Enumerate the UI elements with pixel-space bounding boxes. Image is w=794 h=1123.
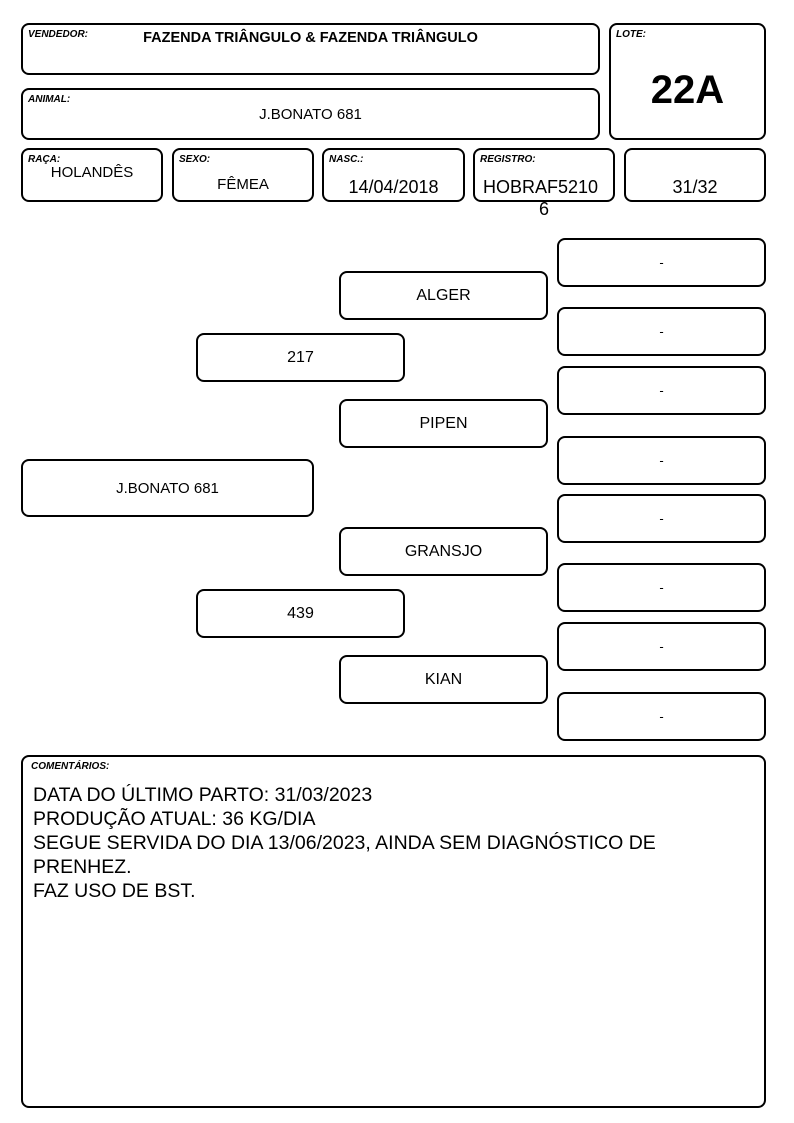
pedigree-dam-sire: GRANSJO bbox=[339, 527, 548, 576]
comments-label: COMENTÁRIOS: bbox=[31, 761, 110, 772]
vendedor-value: FAZENDA TRIÂNGULO & FAZENDA TRIÂNGULO bbox=[143, 30, 478, 46]
animal-box: ANIMAL: J.BONATO 681 bbox=[21, 88, 600, 140]
registro-box: REGISTRO: HOBRAF5210 bbox=[473, 148, 615, 202]
animal-label: ANIMAL: bbox=[28, 94, 71, 105]
pedigree-animal: J.BONATO 681 bbox=[21, 459, 314, 517]
great-grandparent-7: - bbox=[557, 622, 766, 671]
nasc-label: NASC.: bbox=[329, 154, 364, 165]
nasc-value: 14/04/2018 bbox=[348, 177, 439, 197]
grau-sangue-box: 31/32 bbox=[624, 148, 766, 202]
pedigree-sire-dam: PIPEN bbox=[339, 399, 548, 448]
nasc-box: NASC.: 14/04/2018 bbox=[322, 148, 465, 202]
registro-label: REGISTRO: bbox=[480, 154, 536, 165]
lote-box: LOTE: 22A bbox=[609, 23, 766, 140]
sexo-label: SEXO: bbox=[179, 154, 211, 165]
lote-value: 22A bbox=[650, 68, 725, 112]
pedigree-dam: 439 bbox=[196, 589, 405, 638]
great-grandparent-5: - bbox=[557, 494, 766, 543]
sexo-box: SEXO: FÊMEA bbox=[172, 148, 314, 202]
registro-value-wrap: 6 bbox=[539, 199, 550, 219]
comments-text: DATA DO ÚLTIMO PARTO: 31/03/2023 PRODUÇÃ… bbox=[33, 784, 656, 902]
great-grandparent-6: - bbox=[557, 563, 766, 612]
great-grandparent-2: - bbox=[557, 307, 766, 356]
pedigree-dam-dam: KIAN bbox=[339, 655, 548, 704]
animal-value: J.BONATO 681 bbox=[259, 106, 362, 123]
raca-label: RAÇA: bbox=[28, 154, 61, 165]
pedigree-sire-sire: ALGER bbox=[339, 271, 548, 320]
vendedor-box: VENDEDOR: FAZENDA TRIÂNGULO & FAZENDA TR… bbox=[21, 23, 600, 75]
lote-label: LOTE: bbox=[616, 29, 646, 40]
great-grandparent-8: - bbox=[557, 692, 766, 741]
great-grandparent-1: - bbox=[557, 238, 766, 287]
raca-box: RAÇA: HOLANDÊS bbox=[21, 148, 163, 202]
sexo-value: FÊMEA bbox=[217, 176, 269, 193]
grau-sangue-value: 31/32 bbox=[672, 177, 718, 197]
comments-box: COMENTÁRIOS: DATA DO ÚLTIMO PARTO: 31/03… bbox=[21, 755, 766, 1108]
pedigree-sire: 217 bbox=[196, 333, 405, 382]
raca-value: HOLANDÊS bbox=[50, 164, 134, 181]
great-grandparent-4: - bbox=[557, 436, 766, 485]
vendedor-label: VENDEDOR: bbox=[28, 29, 89, 40]
great-grandparent-3: - bbox=[557, 366, 766, 415]
registro-value: HOBRAF5210 bbox=[483, 177, 599, 197]
